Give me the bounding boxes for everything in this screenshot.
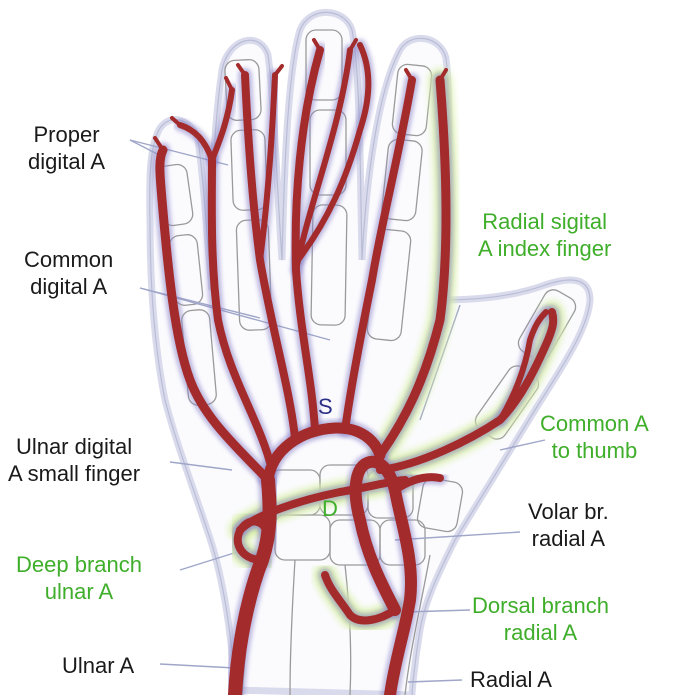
label-dorsal-branch-radial-artery: Dorsal branch radial A (472, 592, 609, 646)
ulna-outline (289, 559, 296, 695)
label-line: radial A (531, 526, 606, 551)
deep-branch-ulnar (233, 517, 270, 564)
radius-outline (404, 554, 431, 695)
label-common-digital-artery: Common digital A (24, 246, 113, 300)
ulnar-digital-small-finger (155, 145, 273, 485)
label-line: Common A (540, 411, 649, 436)
fingertip-branch (404, 68, 414, 82)
label-proper-digital-artery: Proper digital A (28, 121, 105, 175)
label-ulnar-digital-small-finger: Ulnar digital A small finger (8, 433, 140, 487)
fingertip-branch (312, 38, 322, 52)
fingertip-branch (348, 38, 358, 52)
common-artery-thumb (376, 308, 558, 474)
label-line: to thumb (551, 438, 638, 463)
label-common-artery-thumb: Common A to thumb (540, 410, 649, 464)
label-deep-branch-ulnar-artery: Deep branch ulnar A (16, 551, 142, 605)
fingertip-branch (438, 68, 448, 82)
proper-digital-artery (293, 47, 353, 273)
label-line: A small finger (8, 461, 141, 486)
proper-digital-artery (177, 122, 215, 163)
thumb-digital-artery (497, 309, 549, 423)
common-digital-artery (341, 76, 416, 434)
radial-digital-index (375, 75, 451, 460)
arteries (153, 38, 558, 695)
proper-digital-artery (295, 42, 372, 263)
fingertip-branch (153, 136, 165, 152)
label-radial-artery: Radial A (470, 667, 552, 692)
fingertip-branch (236, 63, 247, 77)
proper-digital-artery (257, 72, 278, 263)
label-radial-index-artery: Radial sigital A index finger (478, 208, 611, 262)
label-line: Proper (33, 122, 100, 147)
label-line: digital A (28, 149, 106, 174)
label-line: A index finger (478, 236, 612, 261)
label-line: Ulnar digital (15, 434, 133, 459)
label-volar-branch-radial-artery: Volar br. radial A (528, 498, 609, 552)
superficial-arch (262, 422, 386, 486)
label-line: Common (24, 247, 114, 272)
radial-artery (349, 455, 417, 695)
label-line: Deep branch (16, 552, 142, 577)
fingertip-branch (273, 64, 284, 77)
common-digital-artery (207, 156, 276, 474)
proper-digital-artery (209, 87, 235, 163)
radius-outline (344, 564, 352, 695)
label-line: radial A (503, 620, 578, 645)
dorsal-branch-radial (321, 571, 399, 625)
fingertip-branch (170, 116, 182, 127)
label-line: Dorsal branch (472, 593, 609, 618)
label-line: Radial sigital (482, 209, 608, 234)
superficial-arch-letter: S (318, 394, 333, 419)
label-line: ulnar A (44, 579, 114, 604)
bone-outline (309, 109, 347, 196)
label-line: Volar br. (528, 499, 609, 524)
label-ulnar-artery: Ulnar A (62, 653, 135, 678)
label-line: digital A (30, 274, 108, 299)
volar-branch-radial (391, 473, 444, 494)
fingertip-branch (224, 76, 234, 92)
deep-arch-letter: D (322, 496, 338, 521)
